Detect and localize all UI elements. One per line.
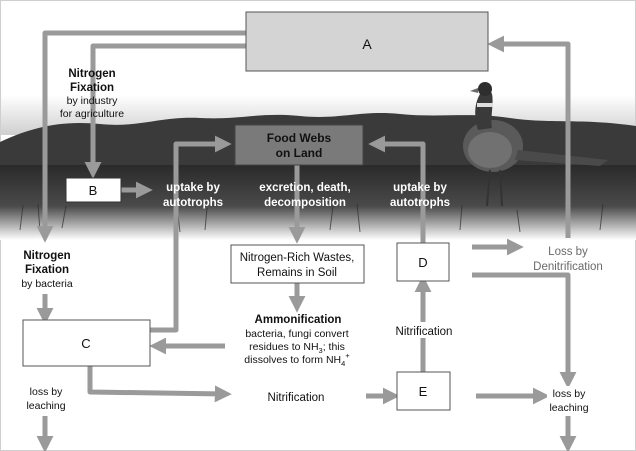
label-excretion: excretion, death, decomposition	[259, 182, 350, 209]
svg-text:Loss by: Loss by	[548, 246, 588, 258]
flow-arrows	[36, 30, 577, 451]
svg-text:bacteria, fungi convert: bacteria, fungi convert	[245, 328, 348, 340]
svg-text:excretion, death,: excretion, death,	[259, 182, 350, 194]
svg-text:leaching: leaching	[26, 400, 65, 412]
svg-text:Nitrogen: Nitrogen	[68, 68, 115, 80]
label-leaching-left: loss by leaching	[26, 386, 65, 412]
arrow-d-to-leaching-right	[472, 272, 577, 389]
label-leaching-right: loss by leaching	[547, 386, 591, 414]
svg-text:Ammonification: Ammonification	[255, 314, 342, 326]
svg-text:autotrophs: autotrophs	[163, 197, 223, 209]
svg-text:Fixation: Fixation	[25, 264, 69, 276]
svg-text:Nitrogen: Nitrogen	[23, 250, 70, 262]
box-c: C	[22, 319, 151, 367]
svg-text:Nitrogen-Rich Wastes,: Nitrogen-Rich Wastes,	[240, 252, 355, 264]
arrow-c-to-nitrification	[87, 366, 232, 403]
arrow-a-to-b	[84, 43, 246, 179]
label-nitrification-lower: Nitrification	[268, 392, 325, 404]
label-uptake-right: uptake by autotrophs	[390, 182, 450, 209]
pheasant-bird-icon	[463, 82, 608, 207]
svg-text:autotrophs: autotrophs	[390, 197, 450, 209]
svg-text:A: A	[362, 36, 372, 52]
wastes-box: Nitrogen-Rich Wastes, Remains in Soil	[230, 244, 365, 284]
svg-text:residues to NH3; this: residues to NH3; this	[249, 341, 345, 355]
arrow-a-to-left	[36, 30, 246, 243]
svg-text:uptake by: uptake by	[166, 182, 220, 194]
label-ammonification: Ammonification bacteria, fungi convert r…	[244, 314, 350, 368]
label-uptake-left: uptake by autotrophs	[163, 182, 223, 209]
svg-text:decomposition: decomposition	[264, 197, 346, 209]
box-a: A	[245, 11, 489, 72]
svg-text:dissolves to form NH4+: dissolves to form NH4+	[244, 351, 350, 368]
svg-text:by industry: by industry	[67, 95, 119, 107]
svg-text:C: C	[81, 336, 90, 351]
arrow-d-uptake-right	[368, 135, 426, 243]
svg-text:Nitrification: Nitrification	[396, 326, 453, 338]
svg-text:Fixation: Fixation	[70, 82, 114, 94]
svg-text:leaching: leaching	[549, 402, 588, 414]
label-denitrification: Loss by Denitrification	[533, 246, 603, 273]
box-b: B	[65, 177, 122, 203]
svg-text:E: E	[419, 384, 428, 399]
svg-text:D: D	[418, 255, 427, 270]
arrow-c-uptake-left	[150, 135, 232, 333]
label-fixation-industry: Nitrogen Fixation by industry for agricu…	[60, 68, 124, 120]
label-nitrification-upper: Nitrification	[385, 322, 461, 338]
svg-text:loss by: loss by	[30, 386, 63, 398]
svg-text:B: B	[89, 183, 98, 198]
svg-text:for agriculture: for agriculture	[60, 108, 124, 120]
box-e: E	[396, 371, 451, 411]
svg-text:uptake by: uptake by	[393, 182, 447, 194]
svg-text:Food Webs: Food Webs	[267, 131, 332, 145]
arrow-right-loop-to-a	[487, 35, 571, 238]
box-d: D	[396, 242, 450, 282]
svg-text:Denitrification: Denitrification	[533, 261, 603, 273]
svg-text:Remains in Soil: Remains in Soil	[257, 267, 337, 279]
food-webs-box: Food Webs on Land	[234, 124, 364, 166]
svg-text:loss by: loss by	[553, 388, 586, 400]
label-fixation-bacteria: Nitrogen Fixation by bacteria	[21, 250, 73, 290]
svg-text:by bacteria: by bacteria	[21, 278, 73, 290]
svg-text:on Land: on Land	[276, 146, 323, 160]
